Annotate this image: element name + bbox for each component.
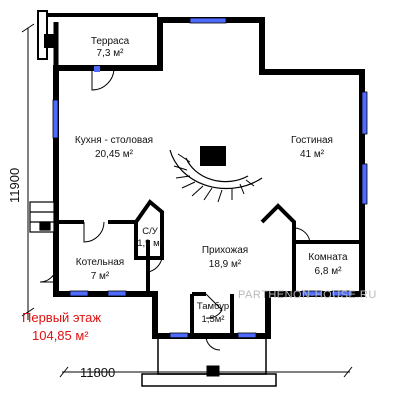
room-area-terrace: 7,3 м² xyxy=(97,48,125,59)
room-area-room: 6,8 м² xyxy=(315,266,343,277)
room-area-kitchen: 20,45 м² xyxy=(95,149,134,160)
room-area-hall: 18,9 м² xyxy=(209,259,242,270)
watermark: PARTHENON-HOUSE.RU xyxy=(238,289,377,301)
room-name-wc: С/У xyxy=(142,226,159,237)
room-name-kitchen: Кухня - столовая xyxy=(75,135,153,146)
room-name-living: Гостиная xyxy=(291,135,333,146)
room-area-wc: 1,9 м² xyxy=(137,238,163,249)
room-name-hall: Прихожая xyxy=(202,245,248,256)
floor-area: 104,85 м² xyxy=(32,328,89,343)
exterior-walls xyxy=(53,17,365,339)
dimension-horizontal-label: 11800 xyxy=(80,365,115,380)
room-name-terrace: Терраса xyxy=(91,36,130,47)
room-area-vestibule: 1,5м² xyxy=(202,314,225,325)
room-area-boiler: 7 м² xyxy=(91,271,110,282)
interior-walls xyxy=(56,66,362,336)
dimension-lines xyxy=(21,23,353,378)
room-name-boiler: Котельная xyxy=(76,257,124,268)
room-name-vestibule: Тамбур xyxy=(197,301,229,312)
room-name-room: Комната xyxy=(308,252,348,263)
spiral-staircase xyxy=(169,146,263,203)
floor-title: Первый этаж xyxy=(22,310,101,325)
entrance-porch xyxy=(141,337,277,387)
dimension-vertical-label: 11900 xyxy=(7,168,22,203)
room-area-living: 41 м² xyxy=(300,149,325,160)
terrace-railing xyxy=(37,10,158,60)
room-labels: Терраса 7,3 м² Кухня - столовая 20,45 м²… xyxy=(75,36,348,325)
side-stairs xyxy=(29,201,55,233)
